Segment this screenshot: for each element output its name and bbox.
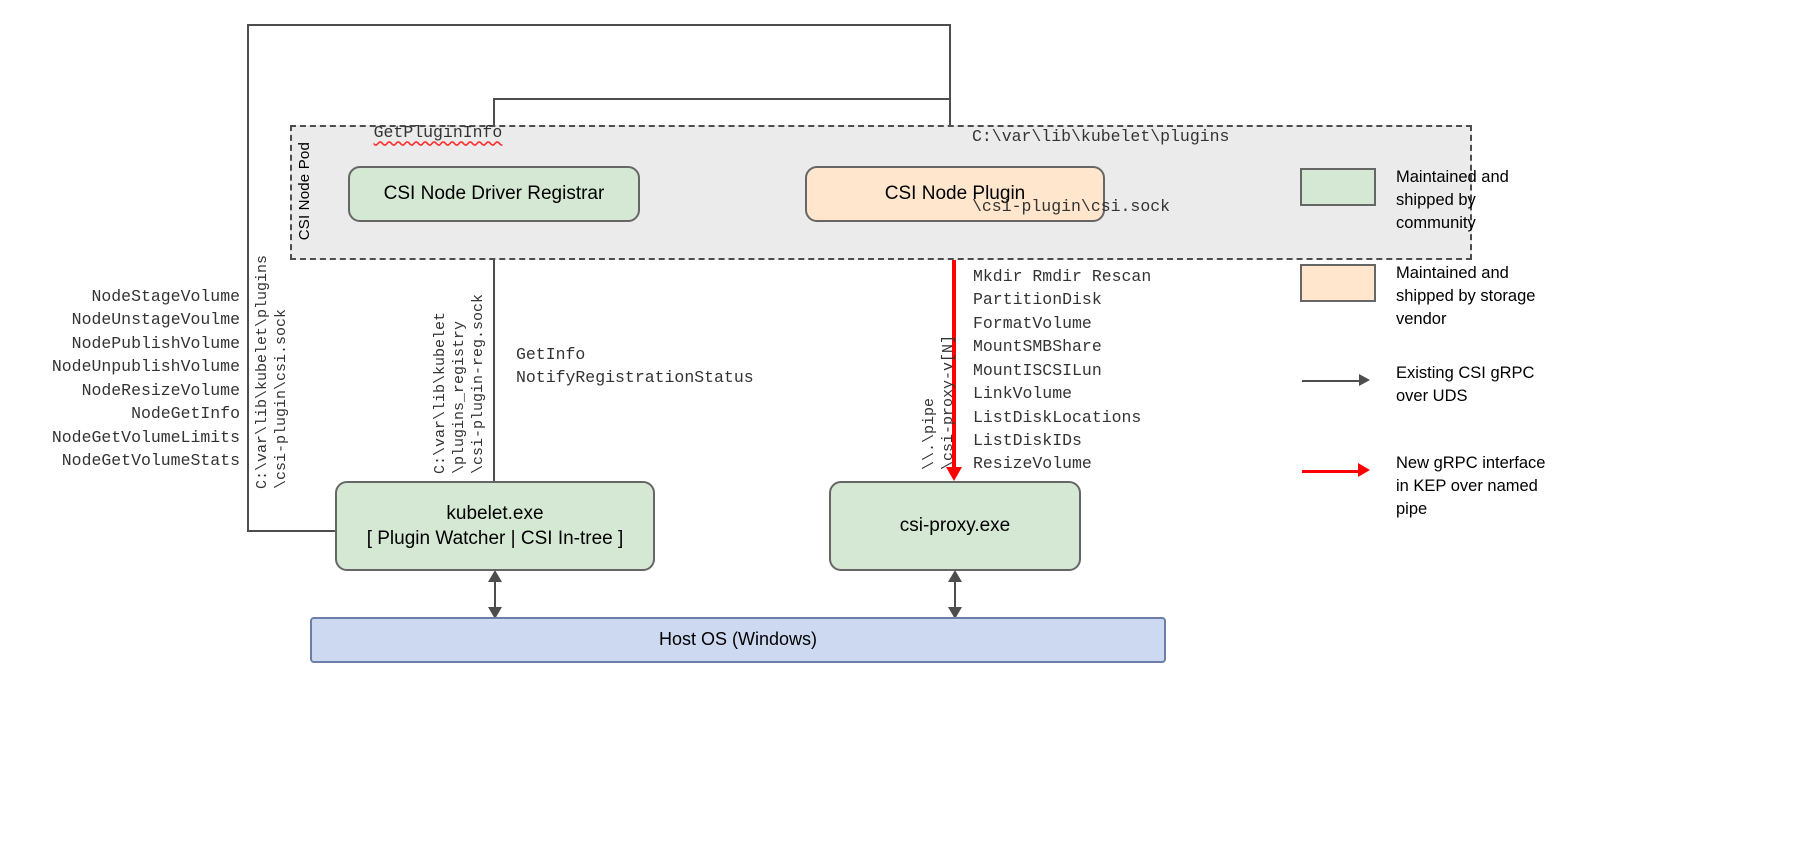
label-kubelet-csi-sock-path: C:\var\lib\kubelet\plugins \csi-plugin\c… bbox=[254, 254, 292, 489]
label-get-plugin-info: GetPluginInfo bbox=[334, 98, 503, 168]
path-line-2: \csi-proxy-v[N] bbox=[939, 334, 957, 470]
path-line-1: C:\var\lib\kubelet bbox=[432, 311, 449, 474]
rpc-item: NodeGetVolumeStats bbox=[61, 450, 240, 470]
legend-label: New gRPC interface in KEP over named pip… bbox=[1396, 454, 1546, 518]
path-line-1: C:\var\lib\kubelet\plugins bbox=[972, 126, 1230, 146]
path-line-2: \plugins_registry bbox=[450, 320, 468, 474]
connector-kubelet-to-plugin-top bbox=[247, 24, 950, 26]
rpc-item: MountISCSILun bbox=[973, 360, 1102, 380]
node-label-line2: [ Plugin Watcher | CSI In-tree ] bbox=[366, 528, 624, 549]
legend-item-new-grpc: New gRPC interface in KEP over named pip… bbox=[1300, 452, 1546, 520]
arrowhead-into-csiproxy bbox=[946, 467, 962, 481]
connector-kubelet-to-registrar bbox=[493, 234, 495, 481]
rpc-item: NotifyRegistrationStatus bbox=[516, 368, 754, 388]
connector-registrar-to-plugin-horizontal bbox=[493, 98, 950, 100]
label-plugin-registry-path: C:\var\lib\kubelet \plugins_registry \cs… bbox=[432, 288, 488, 474]
node-csi-proxy-exe[interactable]: csi-proxy.exe bbox=[829, 481, 1081, 571]
legend-arrow-grey-icon bbox=[1300, 362, 1376, 400]
label-text: GetPluginInfo bbox=[373, 123, 503, 143]
node-kubelet-exe[interactable]: kubelet.exe [ Plugin Watcher | CSI In-tr… bbox=[335, 481, 655, 571]
path-line-1: C:\var\lib\kubelet\plugins bbox=[254, 254, 271, 489]
legend-swatch-green bbox=[1300, 168, 1376, 206]
rpc-item: NodeGetInfo bbox=[131, 404, 240, 424]
legend-label: Existing CSI gRPC over UDS bbox=[1396, 364, 1535, 405]
node-label: csi-proxy.exe bbox=[899, 515, 1011, 537]
csi-node-pod-label: CSI Node Pod bbox=[296, 142, 313, 241]
node-host-os[interactable]: Host OS (Windows) bbox=[310, 617, 1166, 663]
rpc-item: NodeResizeVolume bbox=[81, 380, 240, 400]
node-label: CSI Node Plugin bbox=[884, 183, 1026, 205]
arrowhead-csiproxy-hostos-down bbox=[948, 607, 962, 619]
rpc-item: NodeGetVolumeLimits bbox=[51, 427, 240, 447]
arrowhead-csiproxy-hostos-up bbox=[948, 570, 962, 582]
path-line-3: \csi-plugin-reg.sock bbox=[469, 293, 487, 474]
path-line-2: \csi-plugin\csi.sock bbox=[972, 197, 1171, 217]
legend-label: Maintained and shipped by community bbox=[1396, 168, 1509, 232]
arrowhead-kubelet-hostos-down bbox=[488, 607, 502, 619]
node-label-line1: kubelet.exe bbox=[446, 502, 544, 524]
connector-plugin-to-csiproxy-red bbox=[952, 222, 956, 467]
rpc-item: NodeUnstageVoulme bbox=[71, 310, 240, 330]
connector-kubelet-to-hostos bbox=[494, 578, 496, 610]
legend-swatch-cream bbox=[1300, 264, 1376, 302]
rpc-item: FormatVolume bbox=[973, 313, 1092, 333]
connector-kubelet-left-stub bbox=[247, 530, 337, 532]
legend-item-existing-grpc: Existing CSI gRPC over UDS bbox=[1300, 362, 1546, 408]
node-label: CSI Node Driver Registrar bbox=[383, 183, 605, 205]
node-csi-node-driver-registrar[interactable]: CSI Node Driver Registrar bbox=[348, 166, 640, 222]
rpc-item: LinkVolume bbox=[973, 384, 1073, 404]
legend-item-community: Maintained and shipped by community bbox=[1300, 166, 1546, 234]
node-csi-node-plugin[interactable]: CSI Node Plugin bbox=[805, 166, 1105, 222]
legend-item-storage-vendor: Maintained and shipped by storage vendor bbox=[1300, 262, 1546, 330]
rpc-item: MountSMBShare bbox=[973, 337, 1102, 357]
path-line-2: \csi-plugin\csi.sock bbox=[272, 308, 290, 489]
path-line-1: \\.\pipe bbox=[921, 397, 938, 470]
rpc-item: PartitionDisk bbox=[973, 290, 1102, 310]
legend-label: Maintained and shipped by storage vendor bbox=[1396, 264, 1536, 328]
rpc-item: ListDiskLocations bbox=[973, 407, 1142, 427]
node-label: Host OS (Windows) bbox=[658, 629, 818, 650]
arrowhead-kubelet-hostos-up bbox=[488, 570, 502, 582]
rpc-item: NodeUnpublishVolume bbox=[51, 357, 240, 377]
legend-arrow-red-icon bbox=[1300, 452, 1376, 490]
rpc-item: GetInfo bbox=[516, 345, 586, 364]
rpc-item: NodeStageVolume bbox=[91, 287, 240, 306]
rpc-item: NodePublishVolume bbox=[71, 333, 240, 353]
connector-csiproxy-to-hostos bbox=[954, 578, 956, 610]
connector-kubelet-to-plugin-vertical bbox=[247, 24, 249, 532]
rpc-item: Mkdir Rmdir Rescan bbox=[973, 267, 1152, 286]
label-plugin-socket-path: C:\var\lib\kubelet\plugins \csi-plugin\c… bbox=[972, 78, 1229, 265]
label-named-pipe-path: \\.\pipe \csi-proxy-v[N] bbox=[921, 334, 959, 470]
rpc-item: ListDiskIDs bbox=[973, 430, 1082, 450]
connector-into-plugin-vertical bbox=[949, 24, 951, 154]
rpc-item: ResizeVolume bbox=[973, 454, 1092, 474]
